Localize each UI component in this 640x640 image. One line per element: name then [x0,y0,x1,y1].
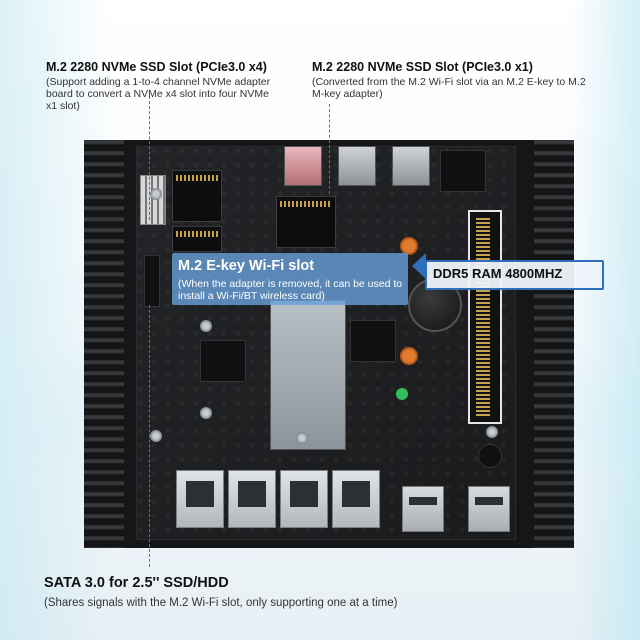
callout-sata-desc: (Shares signals with the M.2 Wi-Fi slot,… [44,597,398,609]
status-led [396,388,408,400]
m2-x4-slot-lower [172,226,222,252]
callout-x1-title: M.2 2280 NVMe SSD Slot (PCIe3.0 x1) [312,60,533,74]
top-usb-port-2 [338,146,376,186]
ekey-to-mkey-adapter [270,300,346,450]
callout-sata-title: SATA 3.0 for 2.5'' SSD/HDD [44,575,229,591]
callout-ram-title: DDR5 RAM 4800MHZ [433,266,563,281]
screw-1 [150,188,162,200]
background-right-tint [570,0,640,640]
callout-x4-title: M.2 2280 NVMe SSD Slot (PCIe3.0 x4) [46,60,267,74]
top-usb-port-1 [284,146,322,186]
standoff-1 [400,237,418,255]
ethernet-port-1 [176,470,224,528]
top-connector [440,150,486,192]
ethernet-port-4 [332,470,380,528]
ram-arrow-icon [412,253,426,279]
sata-connector [144,255,160,307]
screw-6 [150,430,162,442]
chip-1 [200,340,246,382]
screw-5 [486,426,498,438]
heatsink-fins-right [534,140,574,548]
heatsink-fins-left [84,140,124,548]
callout-wifi-desc: (When the adapter is removed, it can be … [178,278,403,302]
callout-x4-desc: (Support adding a 1-to-4 channel NVMe ad… [46,76,271,112]
standoff-2 [400,347,418,365]
screw-2 [200,320,212,332]
ram-slot [468,210,502,424]
buzzer [478,444,502,468]
callout-wifi: M.2 E-key Wi-Fi slot (When the adapter i… [172,253,408,305]
callout-x1-desc: (Converted from the M.2 Wi-Fi slot via a… [312,76,586,100]
leader-line-x4 [149,96,150,220]
screw-4 [296,432,308,444]
usb-port-2 [468,486,510,532]
top-usb-port-3 [392,146,430,186]
ethernet-port-2 [228,470,276,528]
m2-x4-slot-upper [172,170,222,222]
ethernet-port-3 [280,470,328,528]
pin-header [140,175,166,225]
leader-line-sata [149,305,150,567]
m2-x1-slot [276,196,336,248]
screw-3 [200,407,212,419]
chip-2 [350,320,396,362]
callout-ram: DDR5 RAM 4800MHZ [425,260,604,290]
usb-port-1 [402,486,444,532]
callout-wifi-title: M.2 E-key Wi-Fi slot [178,258,315,274]
leader-line-x1 [329,104,330,194]
